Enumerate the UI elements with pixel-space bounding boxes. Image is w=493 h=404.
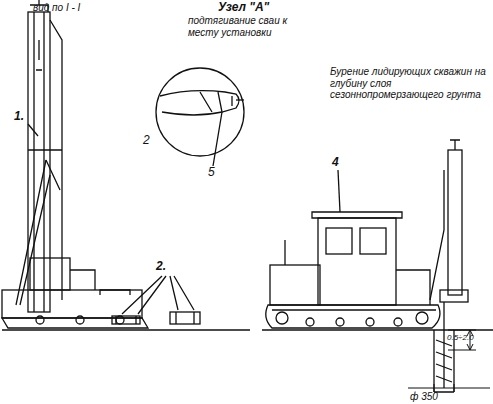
- dimension-text: 0.5÷2.0: [447, 333, 491, 342]
- note-text: подтягивание сваи к месту установки: [188, 15, 313, 38]
- note-text: Узел "А": [218, 1, 308, 15]
- callout-number: 2.: [156, 260, 176, 274]
- callout-number: 5: [208, 166, 222, 180]
- ground-line: [2, 329, 250, 330]
- callout-number: 2: [143, 134, 157, 148]
- dimension-text: ф 350: [410, 391, 470, 403]
- detail-circle: [156, 68, 244, 156]
- note-text: Бурение лидирующих скважин на глубину сл…: [330, 66, 488, 101]
- dimension-lines: [408, 330, 490, 392]
- callout-number: 4: [332, 156, 346, 170]
- leader-line: [338, 170, 340, 212]
- callout-number: 1.: [14, 110, 34, 124]
- leader-line: [28, 124, 38, 136]
- piles: [112, 312, 200, 324]
- drilling-machine: [266, 140, 468, 328]
- leader-line: [213, 112, 222, 166]
- note-text: вид по I - I: [33, 2, 143, 14]
- pile-driver: [2, 0, 148, 328]
- auger: [434, 302, 454, 392]
- leader-line: [122, 276, 194, 314]
